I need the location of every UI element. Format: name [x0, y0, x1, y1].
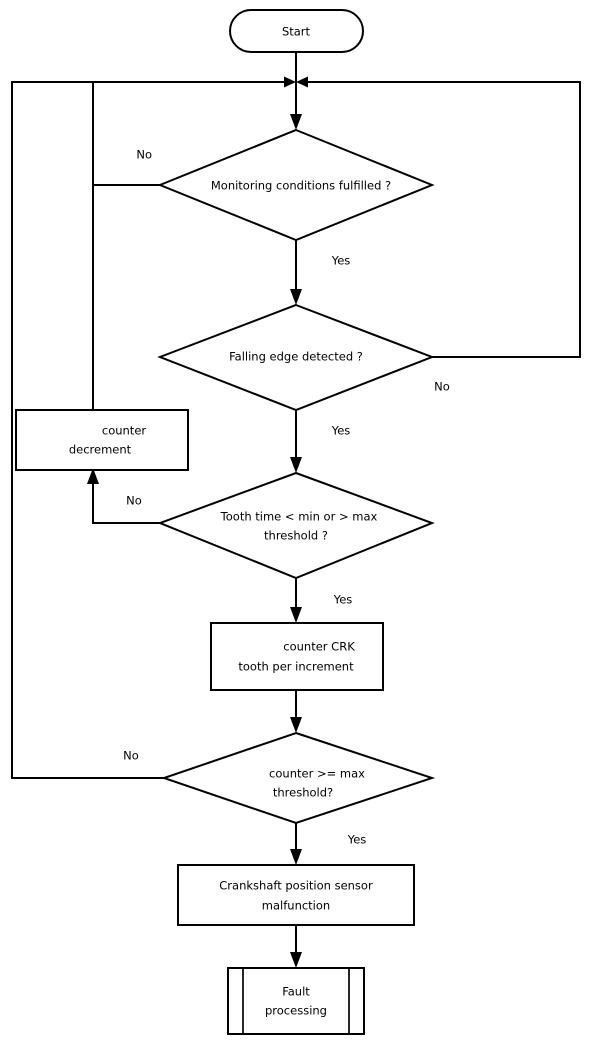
node-falling-edge[interactable]: Falling edge detected ?: [157, 303, 435, 412]
connector-malfunction-to-fault: [290, 925, 302, 968]
connector-counter-max-no-loop: [11, 76, 296, 779]
node-malfunction-line1: Crankshaft position sensor: [219, 879, 373, 893]
node-fault-processing-line2: processing: [265, 1004, 327, 1018]
node-tooth-time-line1: Tooth time < min or > max: [220, 510, 378, 524]
node-monitoring-conditions[interactable]: Monitoring conditions fulfilled ?: [157, 128, 435, 242]
edge-label-counter-max-no: No: [123, 749, 139, 763]
connector-tooth-time-yes: [290, 578, 302, 623]
node-fault-processing[interactable]: Fault processing: [227, 967, 365, 1035]
node-counter-decrement-line1: counter: [102, 424, 147, 438]
connector-falling-edge-no-loop: [296, 76, 581, 358]
node-fault-processing-line1: Fault: [282, 985, 310, 999]
node-counter-decrement[interactable]: counter decrement: [15, 409, 189, 471]
node-malfunction[interactable]: Crankshaft position sensor malfunction: [177, 864, 415, 926]
node-tooth-time[interactable]: Tooth time < min or > max threshold ?: [157, 471, 435, 580]
node-falling-edge-label: Falling edge detected ?: [229, 350, 363, 364]
node-tooth-time-line2: threshold ?: [264, 529, 328, 543]
node-counter-increment[interactable]: counter CRK tooth per increment: [210, 622, 384, 691]
edge-label-falling-edge-no: No: [434, 380, 450, 394]
connector-falling-edge-yes: [290, 410, 302, 473]
connector-junction-to-monitoring: [290, 82, 302, 130]
node-counter-max-line1: counter >= max: [269, 767, 365, 781]
edge-label-counter-max-yes: Yes: [347, 833, 367, 847]
node-counter-max[interactable]: counter >= max threshold?: [160, 731, 436, 825]
node-counter-decrement-line2: decrement: [69, 443, 132, 457]
node-monitoring-conditions-label: Monitoring conditions fulfilled ?: [211, 179, 391, 193]
node-counter-increment-line2: tooth per increment: [238, 660, 354, 674]
connector-counter-max-yes: [290, 823, 302, 865]
connector-monitoring-no: [92, 82, 160, 410]
edge-label-tooth-time-no: No: [126, 494, 142, 508]
node-start[interactable]: Start: [229, 9, 364, 53]
edge-label-falling-edge-yes: Yes: [331, 424, 351, 438]
node-counter-increment-line1: counter CRK: [283, 640, 355, 654]
edge-label-monitoring-yes: Yes: [331, 254, 351, 268]
edge-label-monitoring-no: No: [136, 148, 152, 162]
node-start-label: Start: [282, 25, 311, 39]
node-malfunction-line2: malfunction: [262, 899, 330, 913]
edge-label-tooth-time-yes: Yes: [333, 593, 353, 607]
node-counter-max-line2: threshold?: [273, 786, 333, 800]
connector-tooth-time-no: [87, 468, 160, 524]
connector-increment-to-counter-max: [290, 690, 302, 733]
connector-monitoring-yes: [290, 240, 302, 305]
